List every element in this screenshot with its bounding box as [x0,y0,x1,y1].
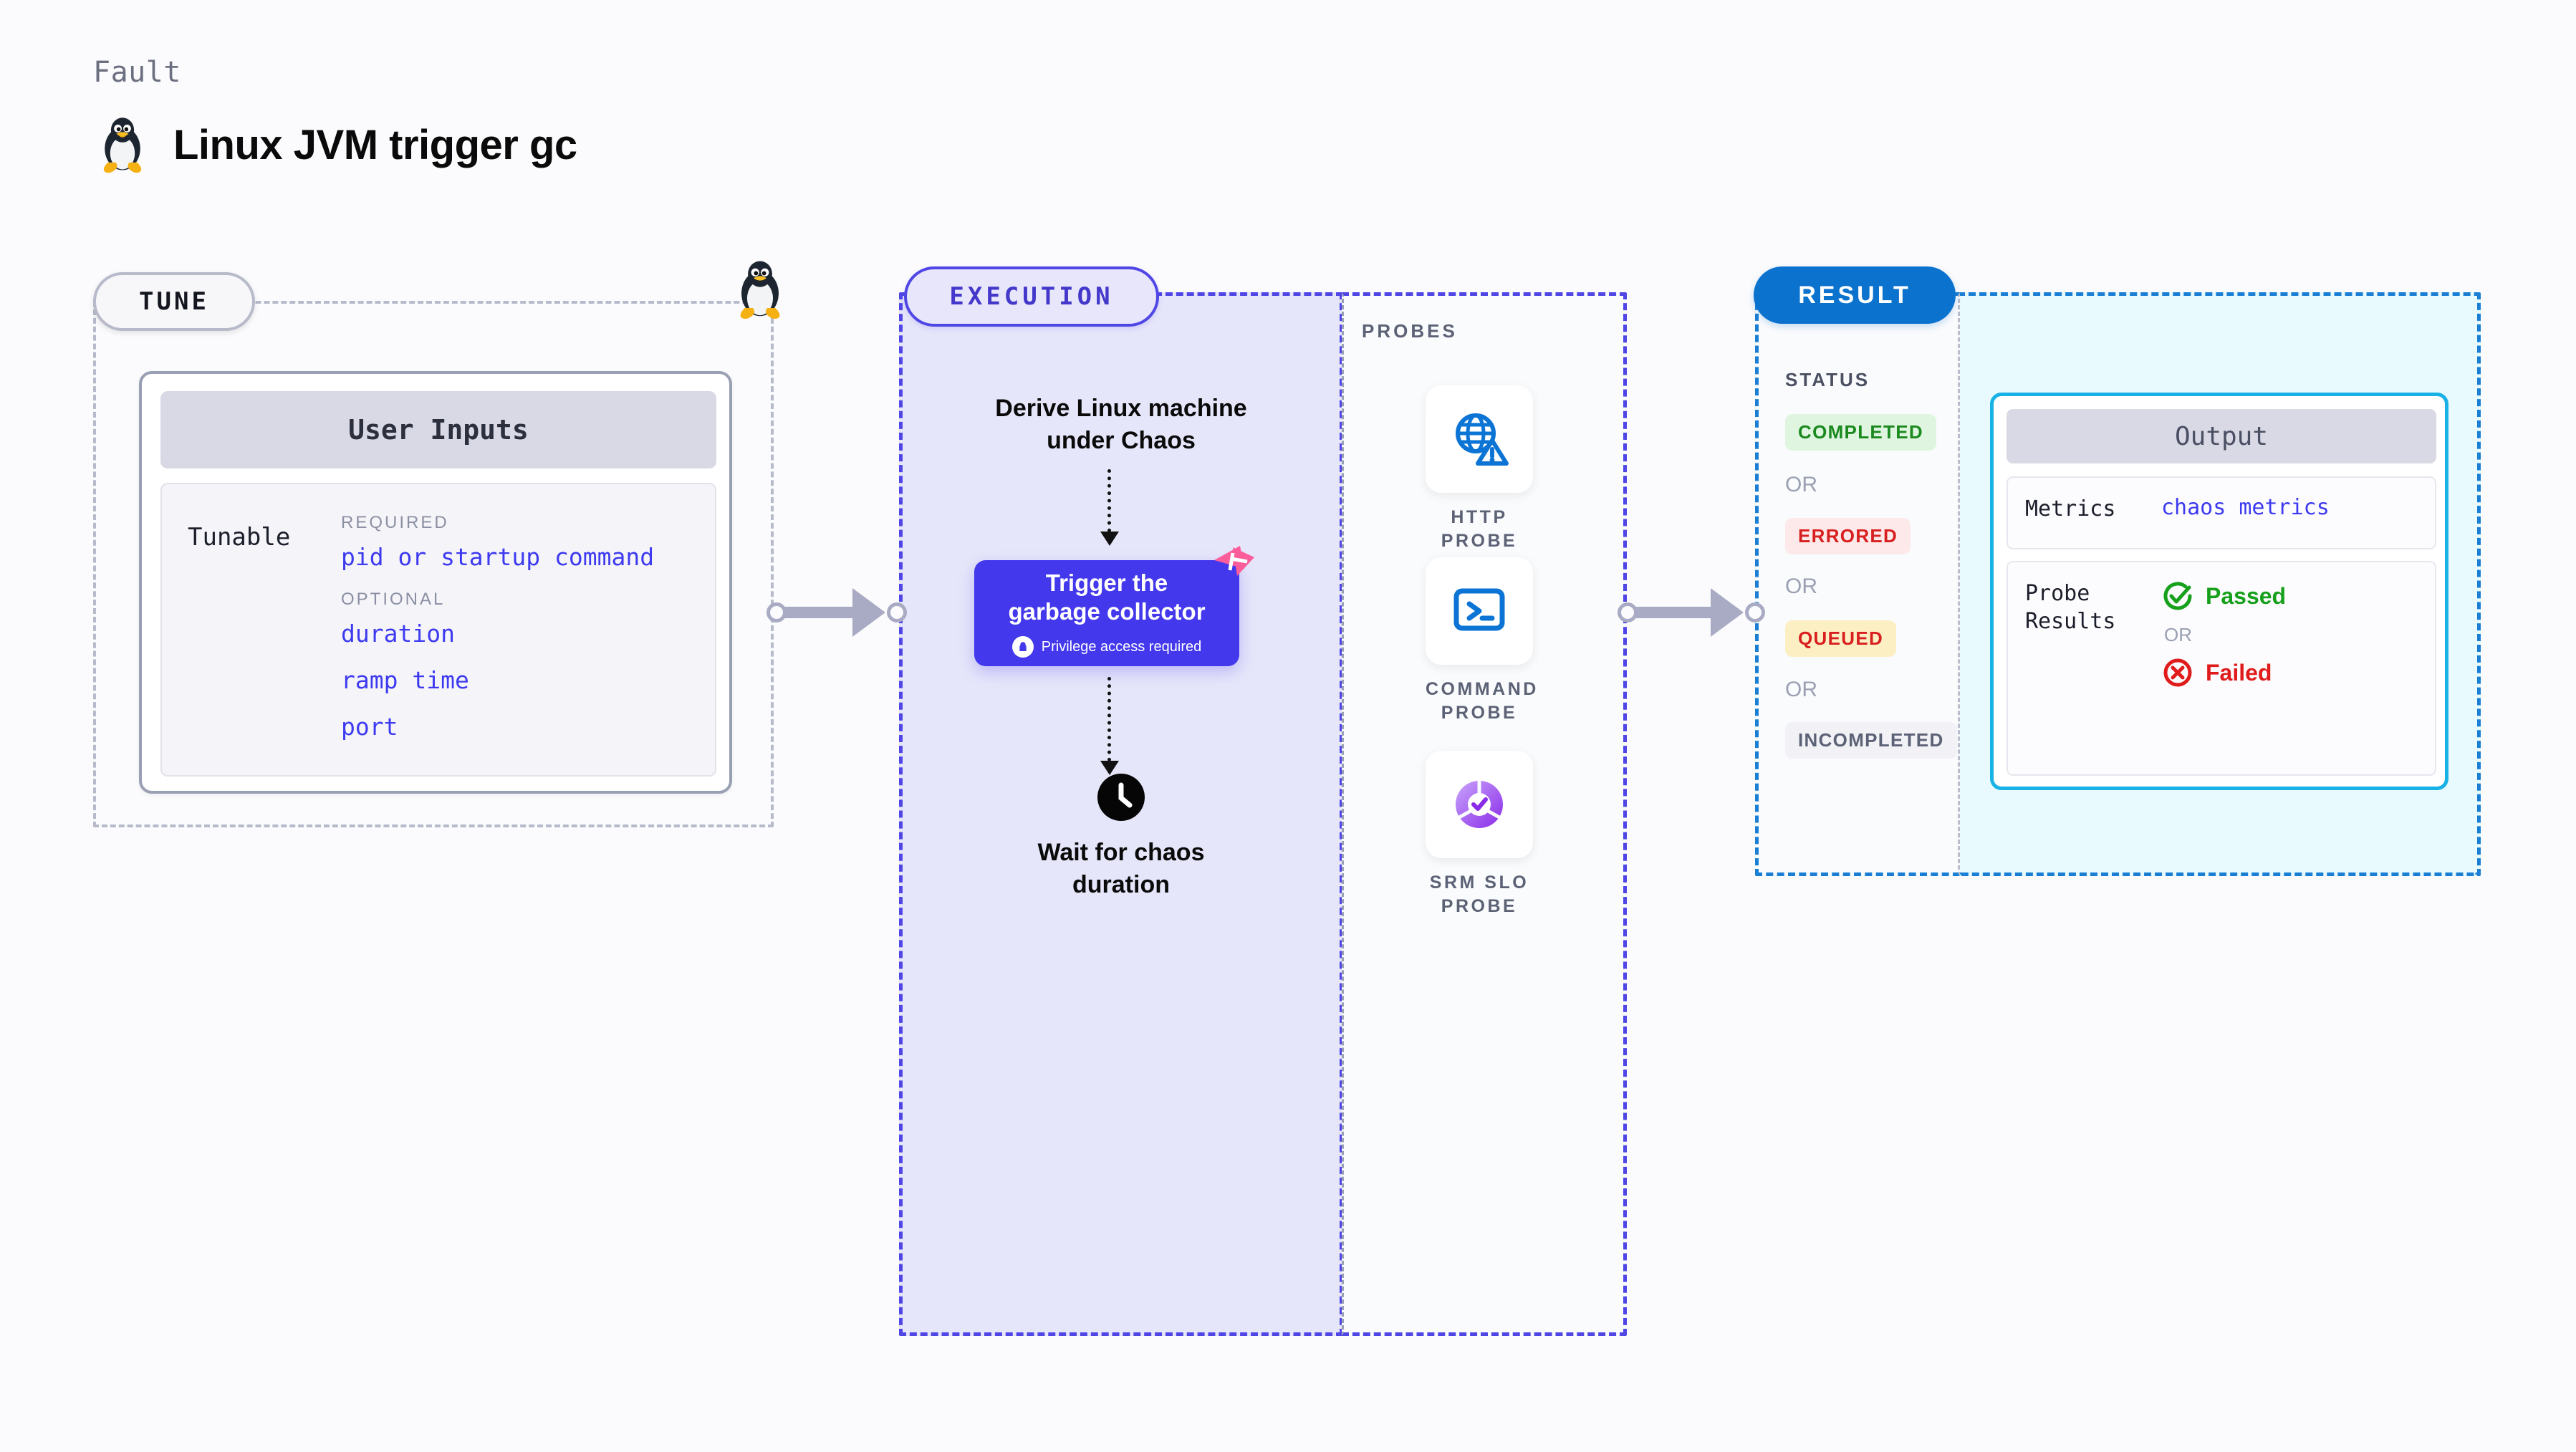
page-title-row: Linux JVM trigger gc [97,115,577,175]
user-inputs-title: User Inputs [160,391,716,468]
page-title: Linux JVM trigger gc [173,121,577,168]
flow-dotted-line [1107,469,1111,532]
terminal-icon [1426,557,1533,665]
field-group-title-required: REQUIRED [341,513,449,532]
privilege-note: Privilege access required [1011,636,1202,658]
probe-command-caption-line2: PROBE [1441,703,1518,723]
probe-command-caption: COMMAND PROBE [1426,678,1536,725]
field-group-title-optional: OPTIONAL [341,590,446,609]
connector-arrowhead [1711,588,1744,637]
tune-panel [93,301,774,827]
tunable-label: Tunable [188,523,291,552]
privilege-note-text: Privilege access required [1041,638,1202,655]
pink-harness-icon [1214,546,1254,576]
field-duration[interactable]: duration [341,620,455,648]
tunable-fields: REQUIRED pid or startup command OPTIONAL… [341,513,715,775]
execution-step-wait-line1: Wait for chaos [1037,839,1205,866]
status-badge-errored: ERRORED [1785,518,1911,554]
probe-results-values: Passed OR Failed [2161,580,2286,689]
status-badge-completed: COMPLETED [1785,414,1936,451]
connector-line [777,607,861,618]
probe-result-passed-text: Passed [2206,582,2287,609]
metrics-label: Metrics [2025,496,2116,521]
output-card: Output Metrics chaos metrics Probe Resul… [1990,393,2448,790]
probe-results-label-line1: Probe [2025,581,2090,606]
user-inputs-card: User Inputs Tunable REQUIRED pid or star… [139,371,732,794]
status-or-3: OR [1785,678,1817,701]
execution-badge[interactable]: EXECUTION [904,266,1159,327]
probe-result-or: OR [2164,624,2192,645]
result-badge[interactable]: RESULT [1754,266,1956,324]
field-ramp-time[interactable]: ramp time [341,666,469,694]
lock-icon [1011,636,1034,658]
execution-action-card[interactable]: Trigger the garbage collector Privilege … [974,560,1239,666]
probe-srm-slo-caption-line1: SRM SLO [1429,872,1529,893]
output-card-title: Output [2007,409,2436,463]
execution-action-title-line2: garbage collector [1008,598,1206,625]
probes-label: PROBES [1362,320,1458,342]
probe-http-caption: HTTP PROBE [1426,506,1533,553]
probe-result-failed-text: Failed [2206,659,2272,686]
x-circle-icon [2163,658,2192,687]
field-port[interactable]: port [341,713,398,741]
connector-arrowhead [852,588,885,637]
status-or-2: OR [1785,574,1817,598]
flow-dotted-line [1107,677,1111,761]
connector-endpoint-dot [766,602,787,622]
execution-step-wait: Wait for chaos duration [899,837,1343,901]
check-circle-icon [2163,582,2192,610]
probe-results-label-line2: Results [2025,609,2116,634]
tunable-row: Tunable REQUIRED pid or startup command … [160,483,716,777]
flow-arrowhead [1100,761,1119,775]
connector-endpoint-dot [1745,602,1765,622]
execution-step-derive-line2: under Chaos [1047,427,1196,455]
clock-icon [1097,774,1145,821]
probe-http[interactable]: HTTP PROBE [1426,385,1533,553]
flow-arrowhead [1100,532,1119,546]
status-panel [1755,292,1960,876]
tux-penguin-icon [740,261,780,319]
execution-step-wait-line2: duration [1072,871,1170,899]
execution-action-title: Trigger the garbage collector [1008,569,1205,627]
connector-endpoint-dot [887,602,907,622]
status-badge-queued: QUEUED [1785,620,1897,657]
probe-srm-slo-caption: SRM SLO PROBE [1426,871,1533,918]
status-or-1: OR [1785,473,1817,496]
globe-warning-icon [1426,385,1533,493]
probe-srm-slo-caption-line2: PROBE [1441,896,1518,916]
connector-endpoint-dot [1618,602,1638,622]
output-row-probe-results: Probe Results Passed OR Fai [2007,561,2436,776]
connector-execution-to-result [1618,587,1768,638]
probe-srm-slo[interactable]: SRM SLO PROBE [1426,751,1533,918]
probe-http-caption-line1: HTTP PROBE [1441,507,1518,551]
probe-command-caption-line1: COMMAND [1426,679,1539,699]
execution-step-derive: Derive Linux machine under Chaos [899,393,1343,457]
execution-action-title-line1: Trigger the [1045,569,1168,596]
probe-result-passed: Passed [2161,580,2286,612]
execution-step-derive-line1: Derive Linux machine [995,395,1247,422]
output-row-metrics: Metrics chaos metrics [2007,476,2436,549]
tux-penguin-icon [103,117,142,173]
connector-line [1628,607,1719,618]
probe-command[interactable]: COMMAND PROBE [1426,557,1536,725]
connector-tune-to-execution [766,587,910,638]
srm-slo-donut-icon [1426,751,1533,858]
status-badge-incompleted: INCOMPLETED [1785,722,1957,759]
probe-result-failed: Failed [2161,656,2286,689]
tune-badge[interactable]: TUNE [93,272,255,331]
probe-results-label: Probe Results [2025,580,2161,635]
status-label: STATUS [1785,369,1870,390]
field-pid-or-startup-command[interactable]: pid or startup command [341,543,655,571]
page-kicker: Fault [93,56,181,89]
metrics-value[interactable]: chaos metrics [2161,495,2330,520]
